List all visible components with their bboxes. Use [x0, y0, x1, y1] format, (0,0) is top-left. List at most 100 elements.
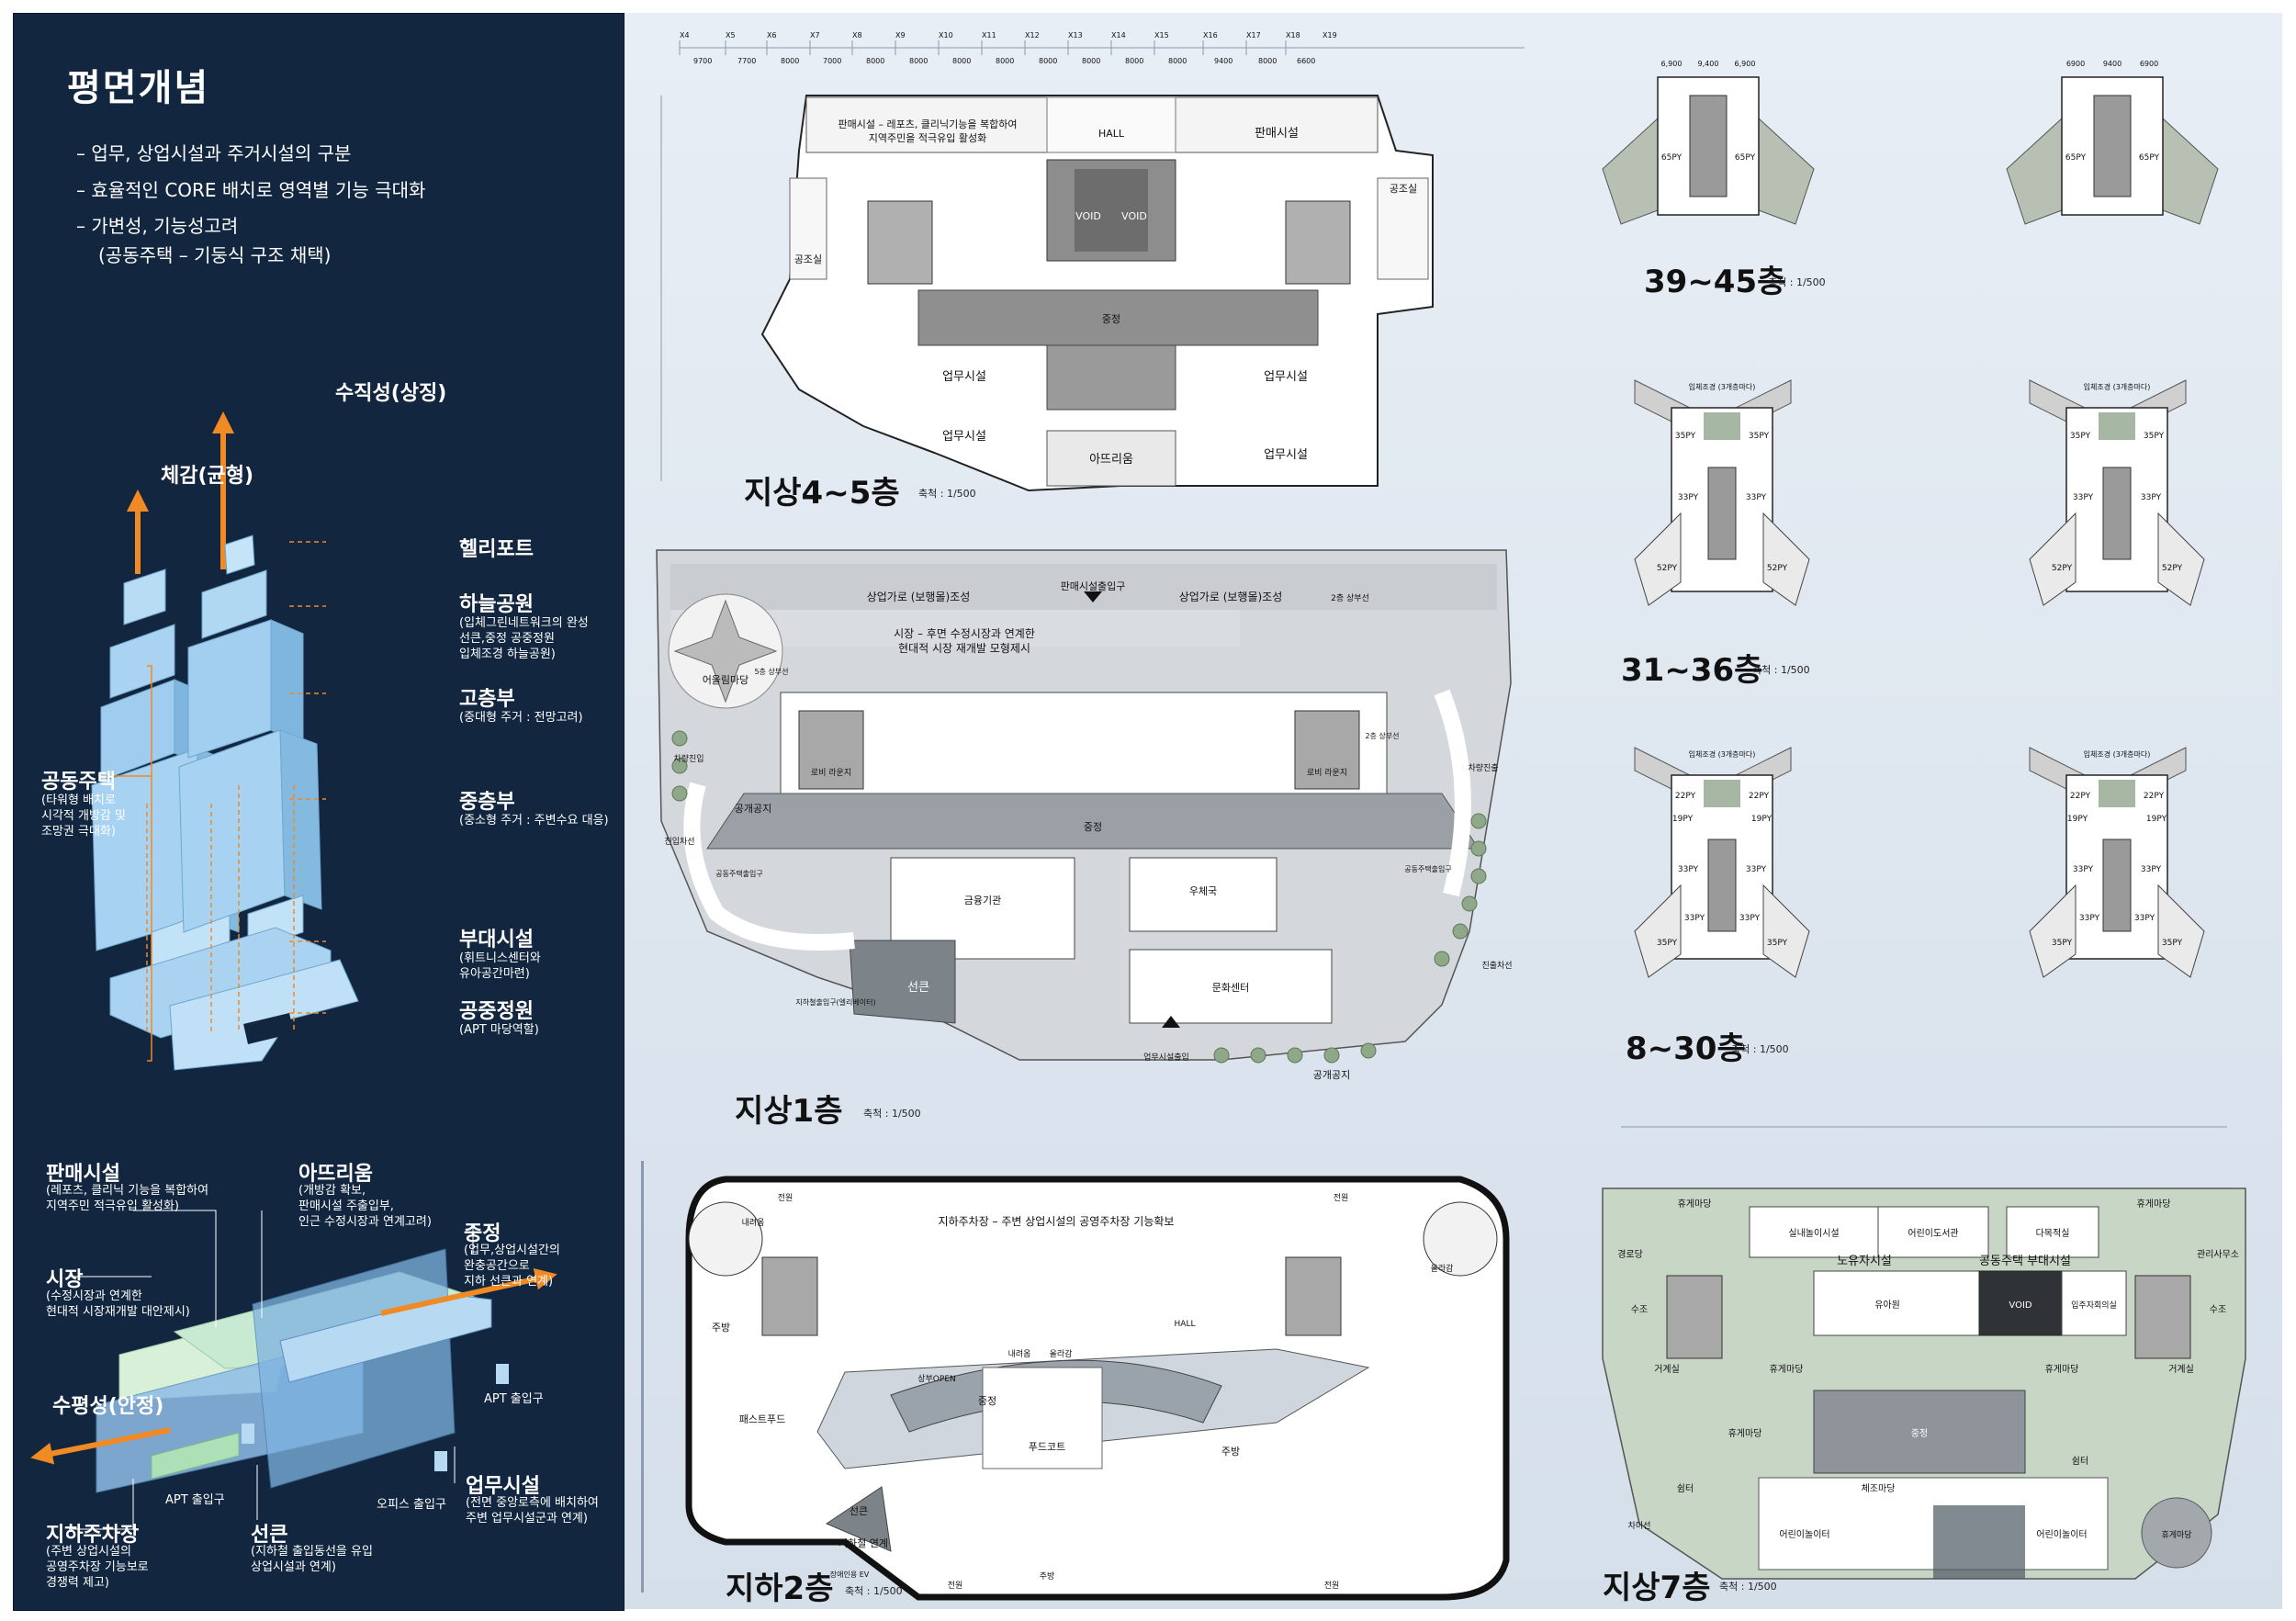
dim-11: 8000 [1125, 57, 1143, 65]
title-floor-39-45: 39~45층 [1644, 264, 1786, 300]
unit-8-6: 33PY [1746, 865, 1767, 874]
concept-panel: 평면개념 – 업무, 상업시설과 주거시설의 구분 – 효율적인 CORE 배치… [13, 13, 625, 1611]
mid-floors-desc: (중소형 주거 : 주변수요 대응) [459, 814, 609, 827]
scale-floor-4-5: 축척 : 1/500 [918, 488, 976, 500]
f45-retail-note-1: 판매시설 – 레포츠, 클리닉기능을 복합하여 [838, 118, 1017, 130]
unit-8-19: 33PY [2079, 914, 2100, 923]
f7-rest-4: 휴게마당 [2045, 1364, 2079, 1375]
unit-8-3: 19PY [1672, 815, 1694, 824]
grid-x8: X8 [852, 31, 862, 39]
f1-retail-entry: 판매시설출입구 [1061, 580, 1126, 592]
f1-5f-line: 5층 상부선 [754, 667, 788, 676]
feature-8-right: 입체조경 (3개층마다) [2084, 749, 2151, 759]
label-heliport: 헬리포트 [459, 538, 534, 561]
tower-31-right [2029, 379, 2205, 606]
sky-park-desc-1: (입체그린네트워크의 완성 [459, 616, 589, 630]
courtyard-desc-1: (업무,상업시설간의 [464, 1244, 560, 1257]
b2-upper-open: 상부OPEN [917, 1374, 956, 1384]
office-entrance: 오피스 출입구 [377, 1498, 446, 1512]
grid-x6: X6 [767, 31, 777, 39]
dim-9: 8000 [1039, 57, 1057, 65]
f7-void: VOID [2009, 1300, 2032, 1311]
bullet-4: (공동주택 – 기둥식 구조 채택) [98, 244, 332, 266]
unit-31-3: 33PY [1678, 493, 1699, 502]
f45-office-2: 업무시설 [1264, 370, 1308, 384]
b2-power-2: 전원 [1334, 1193, 1349, 1203]
market-desc-1: (수정시장과 연계한 [46, 1289, 142, 1303]
apt-entrance-right: APT 출입구 [484, 1392, 544, 1406]
label-garden: 공중정원 [459, 1000, 534, 1023]
retail-desc-2: 지역주민 적극유입 활성화) [46, 1199, 179, 1213]
unit-8-11: 22PY [2070, 792, 2091, 801]
f45-retail-note-2: 지역주민을 적극유입 활성화 [869, 131, 986, 144]
f1-mall-left: 상업가로 (보행몰)조성 [867, 590, 971, 603]
dim-6: 8000 [909, 57, 928, 65]
unit-8-12: 22PY [2144, 792, 2165, 801]
unit-31-2: 35PY [1749, 432, 1770, 441]
market-desc-2: 현대적 시장재개발 대안제시) [46, 1305, 190, 1319]
parking-desc-3: 경쟁력 제고) [46, 1576, 110, 1590]
grid-x12: X12 [1025, 31, 1040, 39]
f7-nursery: 유아원 [1874, 1300, 1900, 1311]
dim-14: 8000 [1258, 57, 1277, 65]
grid-x9: X9 [895, 31, 906, 39]
atrium-desc-2: 판매시설 주출입부, [298, 1199, 394, 1213]
grid-x19: X19 [1322, 31, 1337, 39]
sky-park-desc-2: 선큰,중정 공중정원 [459, 632, 555, 646]
bullet-2: – 효율적인 CORE 배치로 영역별 기능 극대화 [76, 179, 426, 201]
dim-39-b: 9,400 [1698, 60, 1719, 68]
f7-rest-3: 휴게마당 [1770, 1364, 1804, 1375]
f45-office-1: 업무시설 [942, 370, 986, 384]
sunken-desc-1: (지하철 출입동선을 유입 [251, 1545, 373, 1559]
tower-39-right [2006, 76, 2219, 225]
plan-floor-39-45: 65PY 65PY 65PY 65PY 6,900 9,400 6,900 69… [1602, 60, 2219, 225]
f7-playground-1: 어린이놀이터 [1779, 1529, 1829, 1540]
b2-hall: HALL [1175, 1320, 1196, 1329]
grid-x5: X5 [726, 31, 736, 39]
scale-floor-31-36: 축척 : 1/500 [1752, 664, 1810, 676]
plan-floor-8-30: 입체조경 (3개층마다) 입체조경 (3개층마다) 22PY 22PY 19PY… [1634, 747, 2205, 978]
b2-parking-note: 지하주차장 – 주변 상업시설의 공영주차장 기능확보 [939, 1215, 1175, 1228]
high-floors-desc: (중대형 주거 : 전망고려) [459, 711, 583, 725]
title-floor-8-30: 8~30층 [1626, 1030, 1746, 1067]
bullet-3: – 가변성, 기능성고려 [76, 215, 239, 237]
dim-39-f: 6900 [2140, 60, 2158, 68]
sunken-desc-2: 상업시설과 연계) [251, 1560, 336, 1574]
apt-entrance-left: APT 출입구 [165, 1493, 225, 1507]
f7-water-2: 수조 [2210, 1304, 2226, 1315]
tower-8-left [1634, 747, 1810, 978]
bullet-1: – 업무, 상업시설과 주거시설의 구분 [76, 142, 352, 164]
label-sky-park: 하늘공원 [459, 593, 534, 616]
unit-31-6: 52PY [1767, 564, 1788, 573]
label-atrium: 아뜨리움 [298, 1163, 373, 1186]
f1-courtyard: 중정 [1084, 821, 1102, 833]
unit-31-11: 52PY [2052, 564, 2073, 573]
grid-x11: X11 [982, 31, 996, 39]
dim-39-c: 6,900 [1735, 60, 1756, 68]
f7-lounge-2: 거계실 [2168, 1364, 2194, 1375]
f7-rest-2: 휴게마당 [2137, 1199, 2171, 1210]
unit-8-14: 19PY [2146, 815, 2167, 824]
f7-water-1: 수조 [1631, 1304, 1648, 1315]
f7-rest-area-1: 쉼터 [1677, 1483, 1694, 1494]
unit-8-10: 33PY [1739, 914, 1761, 923]
b2-sunken: 선큰 [850, 1505, 868, 1517]
feature-31-left: 입체조경 (3개층마다) [1689, 382, 1756, 391]
apartment-desc-3: 조망권 극대화) [41, 825, 116, 839]
apartment-desc-1: (타워형 배치로 [41, 794, 116, 807]
courtyard-desc-2: 완충공간으로 [464, 1259, 530, 1273]
f7-playground-2: 어린이놀이터 [2036, 1529, 2087, 1540]
unit-31-8: 35PY [2144, 432, 2165, 441]
unit-8-2: 22PY [1749, 792, 1770, 801]
f1-market-1: 시장 – 후면 수정시장과 연계한 [894, 627, 1035, 640]
f45-ahu-right: 공조실 [1390, 183, 1417, 195]
amenity-desc-2: 유아공간마련) [459, 967, 530, 981]
plans-panel: X4 X5 X6 X7 X8 X9 X10 X11 X12 X13 X14 X1… [625, 13, 2282, 1609]
f7-exercise: 체조마당 [1862, 1483, 1896, 1494]
label-parking: 지하주차장 [46, 1524, 140, 1547]
label-office: 업무시설 [466, 1475, 540, 1498]
unit-8-8: 35PY [1767, 939, 1788, 948]
f1-apt-entry-2: 공동주택출입구 [1404, 864, 1452, 873]
f7-multipurpose: 다목적실 [2036, 1228, 2070, 1239]
